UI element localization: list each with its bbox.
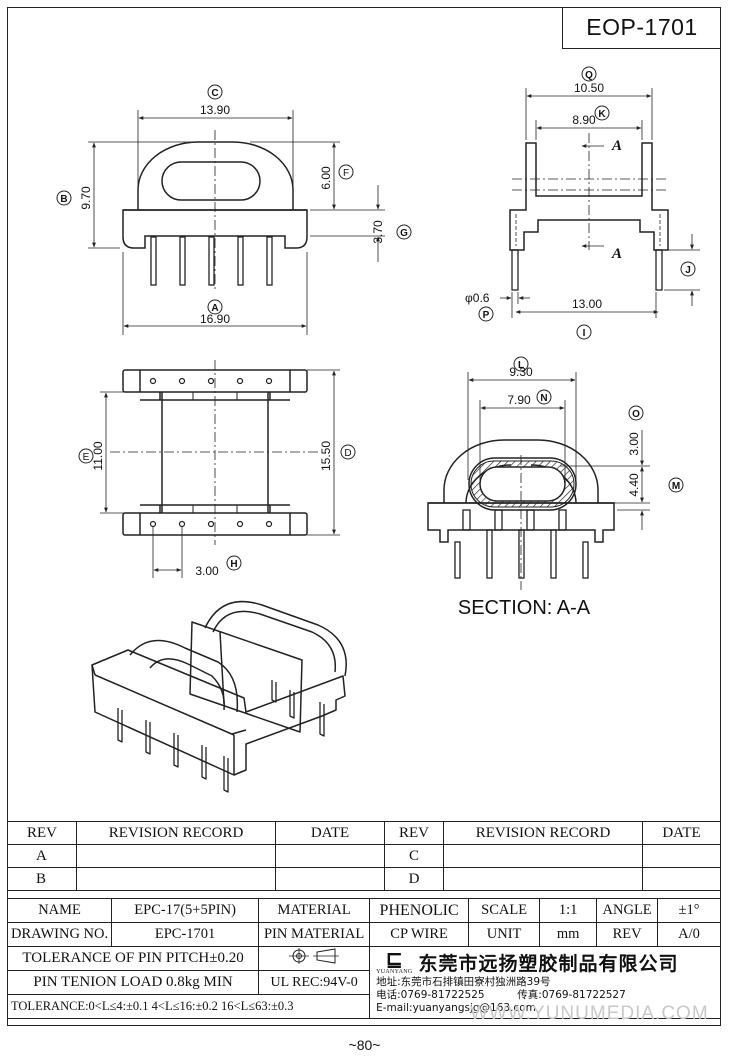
unit-value: mm: [539, 922, 598, 947]
label-J: J: [685, 265, 691, 276]
rev-label: REV: [596, 922, 659, 947]
dim-F: 6.00: [319, 166, 333, 190]
company-contact: 电话:0769-81722525 传真:0769-81722527: [376, 989, 714, 1002]
drawing-no-label: DRAWING NO.: [6, 922, 113, 947]
watermark: WWW.YUNUMEDIA.COM: [470, 1003, 709, 1024]
dim-C: 13.90: [200, 103, 230, 117]
ul-rating: UL REC:94V-0: [258, 970, 371, 995]
label-I: I: [583, 328, 586, 339]
drawing-no-value: EPC-1701: [111, 922, 260, 947]
material-label: MATERIAL: [258, 898, 371, 923]
dim-B: 9.70: [79, 186, 93, 210]
label-C: C: [211, 88, 218, 99]
label-E: E: [83, 452, 90, 463]
dim-A: 16.90: [200, 312, 230, 326]
section-marker-bottom: A: [611, 246, 622, 262]
material-value: PHENOLIC: [369, 898, 470, 923]
company-block: ⊑ YUANYANG 东莞市远扬塑胶制品有限公司 地址:东莞市石排镇田寮村独洲路…: [369, 946, 721, 1019]
section-view: [427, 372, 650, 590]
dim-O: 3.00: [627, 432, 641, 456]
scale-label: SCALE: [468, 898, 541, 923]
angle-value: ±1°: [657, 898, 721, 923]
rev-value: A/0: [657, 922, 721, 947]
label-G: G: [400, 228, 408, 239]
label-L: L: [518, 360, 524, 371]
dim-L: 9.30: [509, 365, 533, 379]
projection-symbol: [258, 946, 371, 971]
rev-header-2: REV: [384, 821, 444, 845]
scale-value: 1:1: [539, 898, 598, 923]
dim-P: φ0.6: [465, 291, 490, 305]
date-header-2: DATE: [642, 821, 721, 845]
general-tolerance: TOLERANCE:0<L≤4:±0.1 4<L≤16:±0.2 16<L≤63…: [6, 994, 371, 1019]
yuanyang-logo-icon: ⊑: [385, 948, 403, 971]
name-value: EPC-17(5+5PIN): [111, 898, 260, 923]
page-number: ~80~: [348, 1037, 381, 1053]
dim-Q: 10.50: [574, 81, 604, 95]
company-email: E-mail:yuanyangsjg@163.com: [376, 1002, 536, 1014]
angle-label: ANGLE: [596, 898, 659, 923]
dim-E: 11.00: [91, 441, 105, 470]
dim-D: 15.50: [319, 441, 333, 471]
table-row: B D: [7, 867, 721, 891]
pin-tension: PIN TENION LOAD 0.8kg MIN: [6, 970, 260, 995]
pin-material-value: CP WIRE: [369, 922, 470, 947]
drawing-title: EOP-1701: [562, 7, 721, 49]
company-fax: 传真:0769-81722527: [517, 989, 626, 1001]
spec-table: NAME EPC-17(5+5PIN) MATERIAL PHENOLIC SC…: [6, 898, 721, 1019]
side-view: [500, 88, 700, 318]
drawing-frame: [7, 7, 721, 1026]
section-marker-top: A: [611, 138, 622, 154]
pin-pitch-tolerance: TOLERANCE OF PIN PITCH±0.20: [6, 946, 260, 971]
company-logo: ⊑ YUANYANG: [376, 948, 413, 975]
unit-label: UNIT: [468, 922, 541, 947]
dim-M: 4.40: [627, 473, 641, 497]
revision-record-header-2: REVISION RECORD: [443, 821, 643, 845]
label-K: K: [598, 109, 606, 120]
section-label: SECTION: A-A: [458, 597, 591, 619]
third-angle-projection-icon: [289, 948, 340, 964]
label-D: D: [344, 448, 351, 459]
dim-K: 8.90: [572, 113, 596, 127]
name-label: NAME: [6, 898, 113, 923]
rev-header: REV: [7, 821, 77, 845]
label-H: H: [230, 559, 237, 570]
label-B: B: [60, 194, 67, 205]
label-N: N: [540, 393, 547, 404]
date-header: DATE: [275, 821, 385, 845]
label-F: F: [343, 168, 349, 179]
isometric-view: [91, 600, 347, 793]
revision-table: REV REVISION RECORD DATE REV REVISION RE…: [7, 821, 721, 891]
company-address: 地址:东莞市石排镇田寮村独洲路39号: [376, 976, 551, 988]
label-M: M: [672, 481, 680, 492]
front-view: [88, 110, 385, 335]
label-P: P: [483, 310, 490, 321]
dim-G: 3.70: [371, 220, 385, 244]
revision-record-header: REVISION RECORD: [76, 821, 276, 845]
pin-material-label: PIN MATERIAL: [258, 922, 371, 947]
table-row: A C: [7, 844, 721, 868]
company-phone: 电话:0769-81722525: [376, 989, 485, 1001]
label-A: A: [211, 303, 218, 314]
dim-I: 13.00: [572, 297, 602, 311]
top-view: [100, 360, 340, 578]
technical-drawing: C 13.90 B 9.70 6.00 F 3.70 G A 16.90: [56, 66, 700, 793]
label-O: O: [632, 409, 640, 420]
dim-H: 3.00: [195, 564, 219, 578]
dim-N: 7.90: [507, 393, 531, 407]
label-Q: Q: [585, 70, 593, 81]
company-name: 东莞市远扬塑胶制品有限公司: [418, 953, 679, 975]
